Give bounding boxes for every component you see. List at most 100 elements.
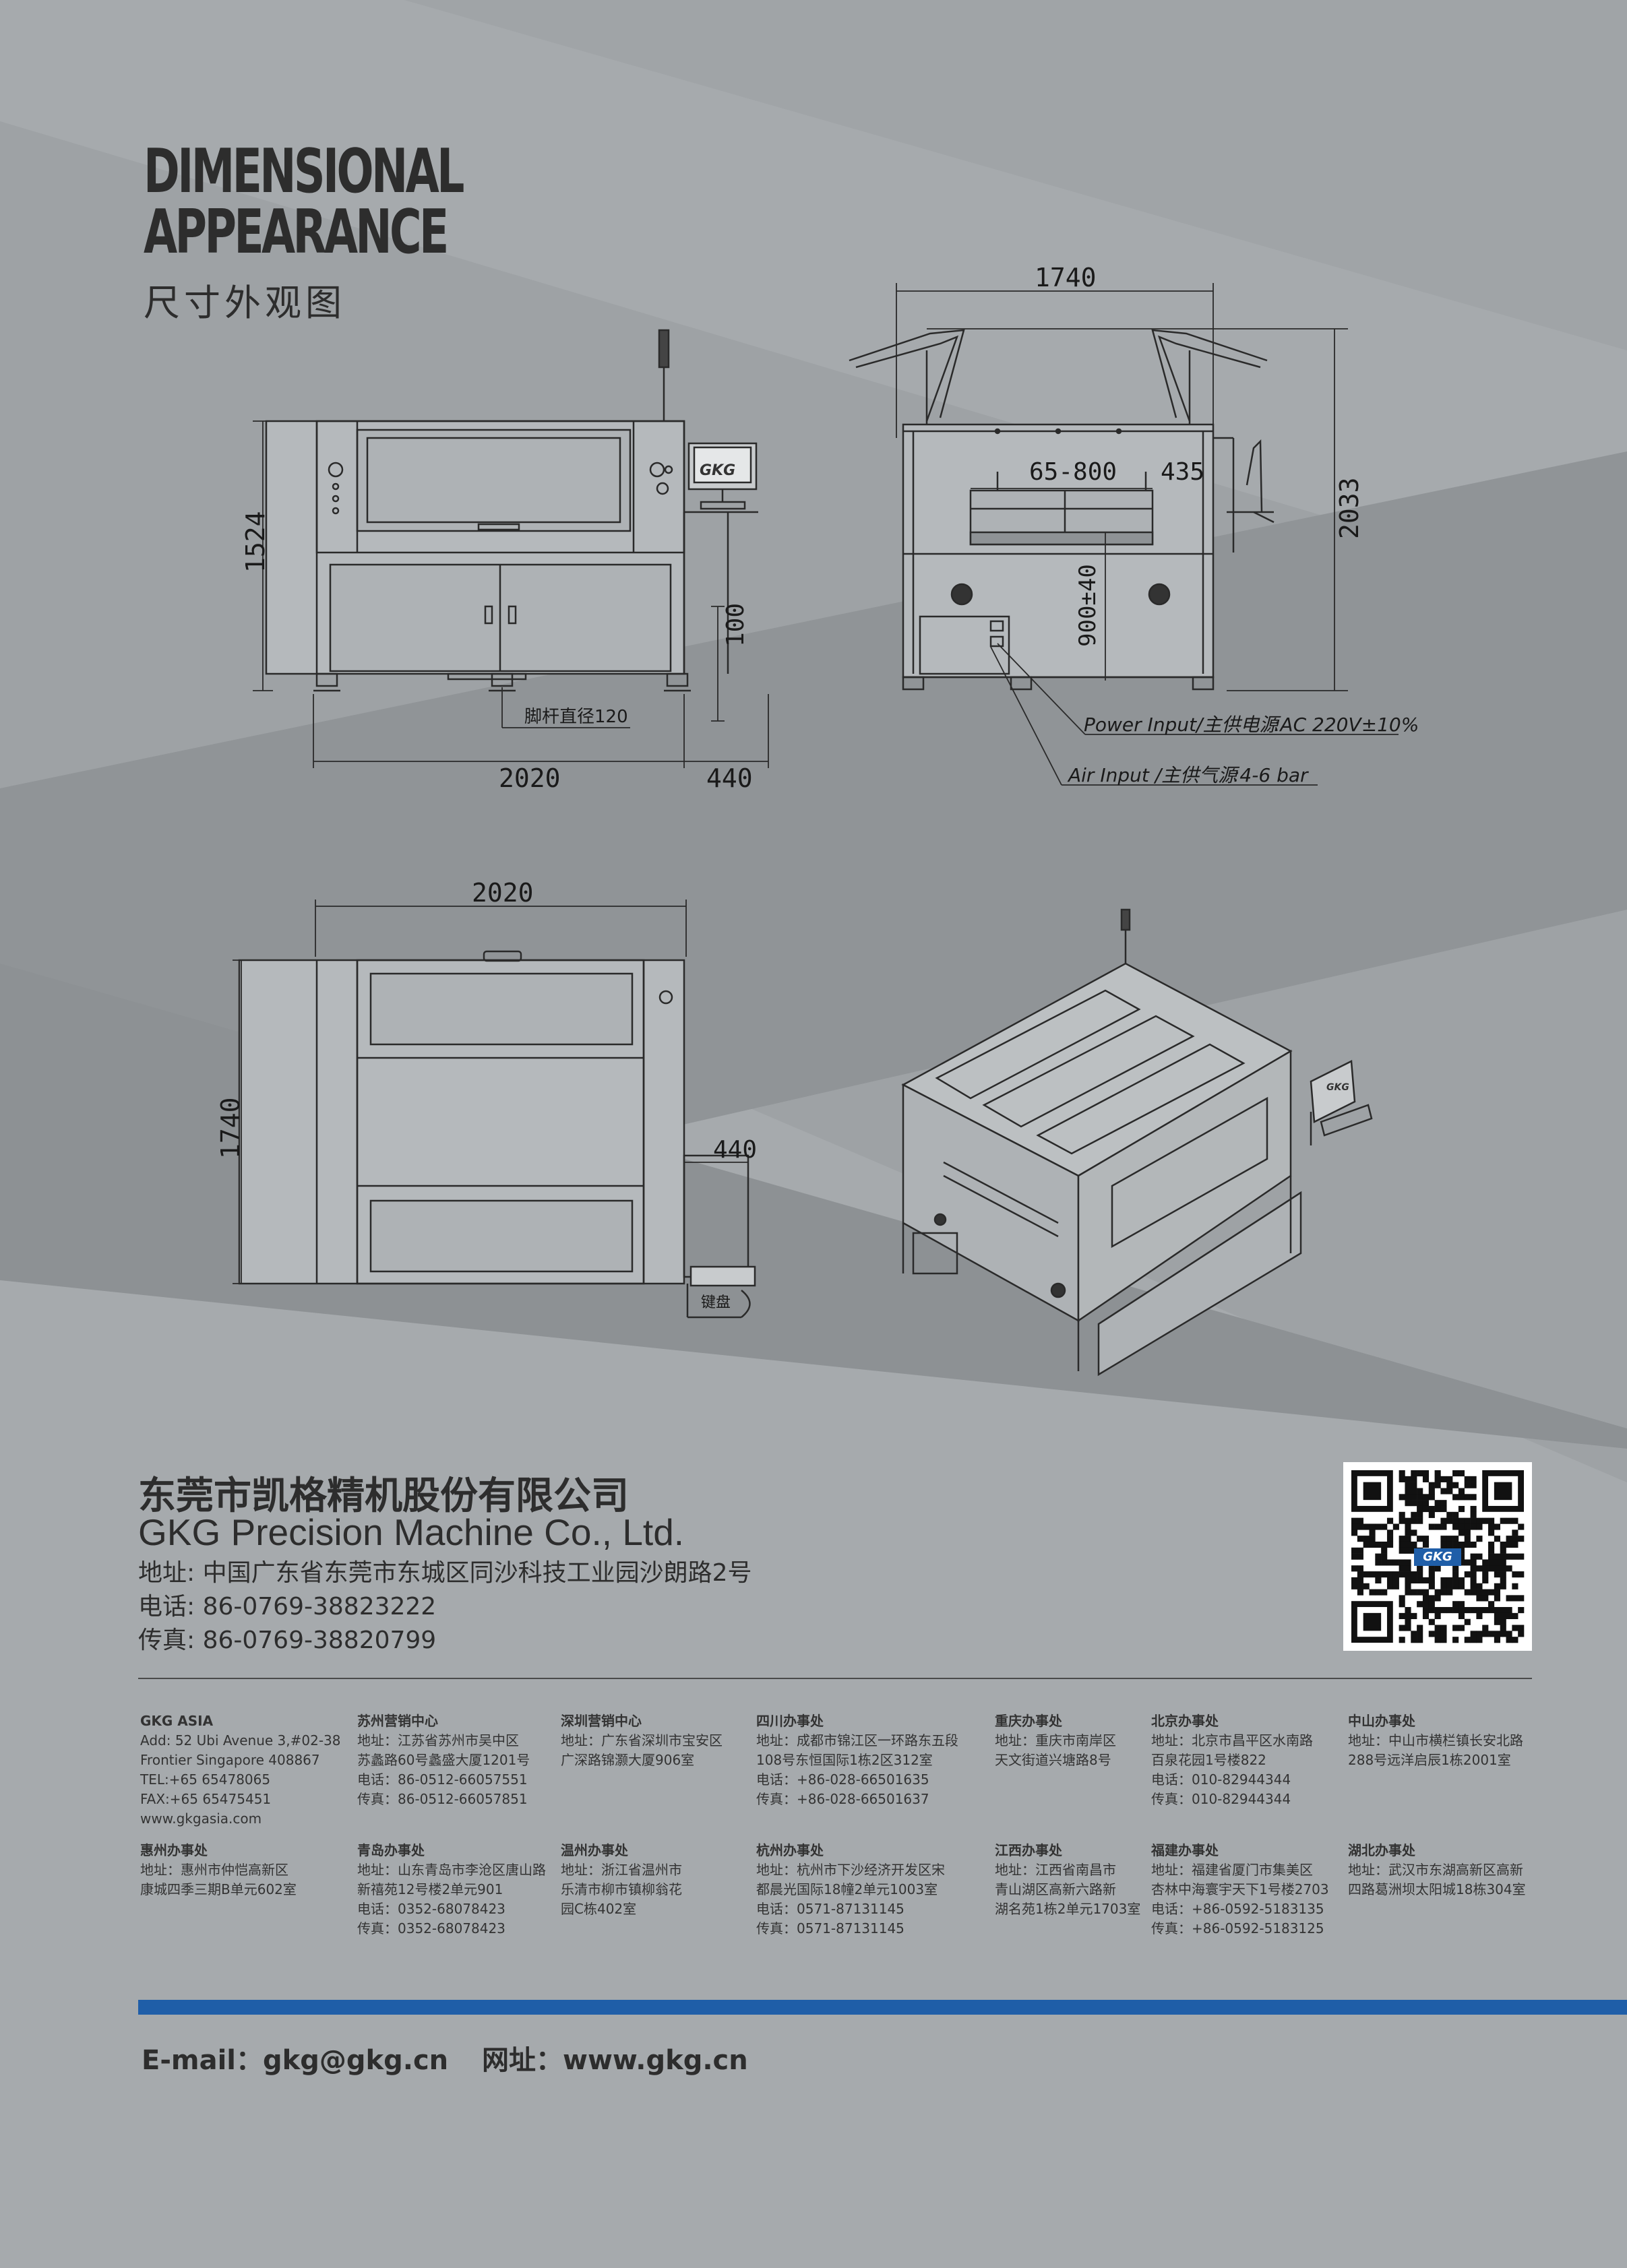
qr-module xyxy=(1488,1565,1495,1572)
office-name: 深圳营销中心 xyxy=(561,1713,642,1729)
office-line: 288号远洋启辰1栋2001室 xyxy=(1348,1752,1511,1768)
office-block: 苏州营销中心 地址：江苏省苏州市吴中区 苏蠡路60号蠡盛大厦1201号 电话：8… xyxy=(357,1711,530,1809)
qr-module xyxy=(1500,1618,1506,1625)
footer-website-link[interactable]: 网址：www.gkg.cn xyxy=(482,2045,748,2076)
title-line2: APPEARANCE xyxy=(144,197,449,267)
qr-module xyxy=(1422,1476,1430,1482)
office-line: 传真：+86-028-66501637 xyxy=(756,1791,929,1807)
qr-module xyxy=(1506,1565,1512,1572)
qr-module xyxy=(1458,1470,1465,1477)
qr-module xyxy=(1357,1517,1363,1524)
qr-module xyxy=(1506,1517,1512,1524)
qr-module xyxy=(1434,1470,1441,1477)
qr-module xyxy=(1476,1595,1483,1602)
top-depth-label: 1740 xyxy=(216,1097,245,1159)
qr-module xyxy=(1405,1541,1411,1548)
qr-module xyxy=(1386,1559,1394,1566)
qr-module xyxy=(1386,1583,1394,1589)
qr-module xyxy=(1417,1511,1423,1518)
qr-module xyxy=(1494,1612,1500,1619)
qr-module xyxy=(1500,1547,1506,1554)
qr-module xyxy=(1422,1595,1430,1602)
qr-module xyxy=(1476,1631,1483,1637)
qr-module xyxy=(1464,1482,1471,1488)
qr-module xyxy=(1411,1517,1417,1524)
qr-module xyxy=(1482,1565,1489,1572)
qr-module xyxy=(1417,1470,1423,1477)
qr-module xyxy=(1375,1541,1382,1548)
qr-module xyxy=(1411,1637,1417,1643)
qr-module xyxy=(1458,1612,1465,1619)
qr-module xyxy=(1405,1559,1411,1566)
qr-module xyxy=(1482,1589,1489,1596)
title-line1: DIMENSIONAL xyxy=(144,136,464,207)
qr-module xyxy=(1482,1607,1489,1614)
qr-module xyxy=(1470,1571,1477,1578)
qr-module xyxy=(1440,1500,1447,1507)
qr-module xyxy=(1488,1559,1495,1566)
office-block: 福建办事处 地址：福建省厦门市集美区 杏林中海寰宇天下1号楼2703 电话：+8… xyxy=(1151,1841,1329,1939)
qr-module xyxy=(1375,1571,1382,1578)
qr-module xyxy=(1458,1488,1465,1494)
side-offset-label: 435 xyxy=(1161,458,1204,486)
qr-module xyxy=(1399,1517,1405,1524)
qr-module xyxy=(1405,1577,1411,1584)
qr-module xyxy=(1428,1601,1435,1608)
qr-module xyxy=(1452,1541,1459,1548)
qr-module xyxy=(1434,1500,1441,1507)
qr-module xyxy=(1411,1476,1417,1482)
qr-module xyxy=(1417,1571,1423,1578)
qr-module xyxy=(1399,1612,1405,1619)
front-foot-note: 脚杆直径120 xyxy=(524,707,628,727)
qr-module xyxy=(1512,1553,1518,1560)
qr-module xyxy=(1518,1553,1525,1560)
office-line: 青山湖区高新六路新 xyxy=(995,1881,1116,1897)
office-line: 108号东恒国际1栋2区312室 xyxy=(756,1752,933,1768)
office-block: 惠州办事处 地址：惠州市仲恺高新区 康城四季三期B单元602室 xyxy=(140,1841,297,1899)
qr-module xyxy=(1506,1612,1512,1619)
qr-module xyxy=(1399,1547,1405,1554)
office-line: 地址：惠州市仲恺高新区 xyxy=(140,1862,288,1878)
qr-module xyxy=(1405,1618,1411,1625)
qr-module xyxy=(1411,1589,1417,1596)
qr-module xyxy=(1405,1517,1411,1524)
footer-email-link[interactable]: E-mail：gkg@gkg.cn xyxy=(142,2045,449,2076)
qr-module xyxy=(1464,1589,1471,1596)
qr-module xyxy=(1476,1565,1483,1572)
qr-module xyxy=(1494,1559,1500,1566)
qr-module xyxy=(1470,1482,1477,1488)
qr-module xyxy=(1470,1553,1477,1560)
qr-module xyxy=(1494,1618,1500,1625)
qr-module xyxy=(1476,1612,1483,1619)
qr-module xyxy=(1494,1571,1500,1578)
side-height-label: 2033 xyxy=(1334,477,1364,539)
qr-module xyxy=(1434,1523,1441,1530)
qr-code[interactable]: GKG xyxy=(1343,1462,1532,1651)
office-block: 杭州办事处 地址：杭州市下沙经济开发区宋 都晨光国际18幢2单元1003室 电话… xyxy=(756,1841,945,1939)
qr-module xyxy=(1357,1547,1363,1554)
qr-module xyxy=(1512,1517,1518,1524)
accent-bar xyxy=(138,2000,1627,2015)
qr-module xyxy=(1452,1571,1459,1578)
qr-module xyxy=(1357,1583,1363,1589)
office-line: 百泉花园1号楼822 xyxy=(1151,1752,1266,1768)
qr-module xyxy=(1518,1625,1525,1631)
qr-module xyxy=(1458,1559,1465,1566)
office-line: 湖名苑1栋2单元1703室 xyxy=(995,1901,1141,1917)
qr-module xyxy=(1417,1488,1423,1494)
office-line: 电话：0352-68078423 xyxy=(357,1901,505,1917)
qr-module xyxy=(1434,1612,1441,1619)
side-view xyxy=(849,283,1399,786)
office-name: 福建办事处 xyxy=(1151,1842,1219,1858)
qr-module xyxy=(1488,1517,1495,1524)
office-line: 苏蠡路60号蠡盛大厦1201号 xyxy=(357,1752,530,1768)
qr-module xyxy=(1440,1625,1447,1631)
qr-module xyxy=(1392,1559,1399,1566)
qr-module xyxy=(1476,1637,1483,1643)
front-height-label: 1524 xyxy=(241,511,270,573)
qr-module xyxy=(1381,1559,1388,1566)
qr-module xyxy=(1405,1488,1411,1494)
office-line: 电话：010-82944344 xyxy=(1151,1771,1291,1788)
office-block: 青岛办事处 地址：山东青岛市李沧区唐山路 新禧苑12号楼2单元901 电话：03… xyxy=(357,1841,546,1939)
qr-module xyxy=(1434,1589,1441,1596)
